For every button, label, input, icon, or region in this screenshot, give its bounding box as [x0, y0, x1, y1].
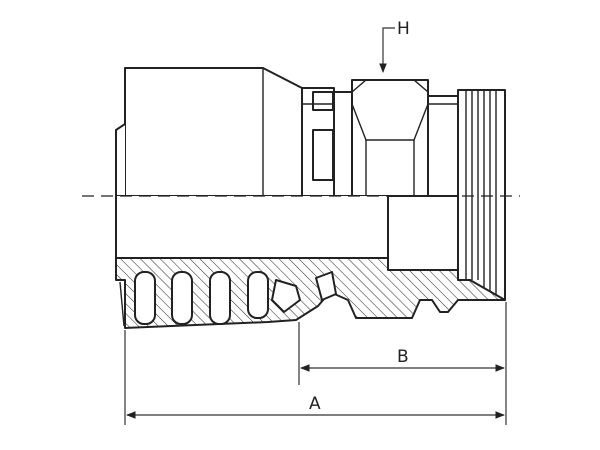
threaded-end [457, 89, 506, 301]
dimension-b: B [298, 302, 507, 425]
label-h: H [397, 19, 410, 39]
label-a: A [309, 394, 321, 414]
collar [301, 87, 335, 197]
section-view [115, 257, 506, 329]
h-callout: H [379, 19, 410, 73]
dimension-a: A [124, 330, 505, 425]
ferrule [115, 67, 303, 197]
label-b: B [397, 347, 409, 367]
hex-nut [333, 79, 459, 197]
